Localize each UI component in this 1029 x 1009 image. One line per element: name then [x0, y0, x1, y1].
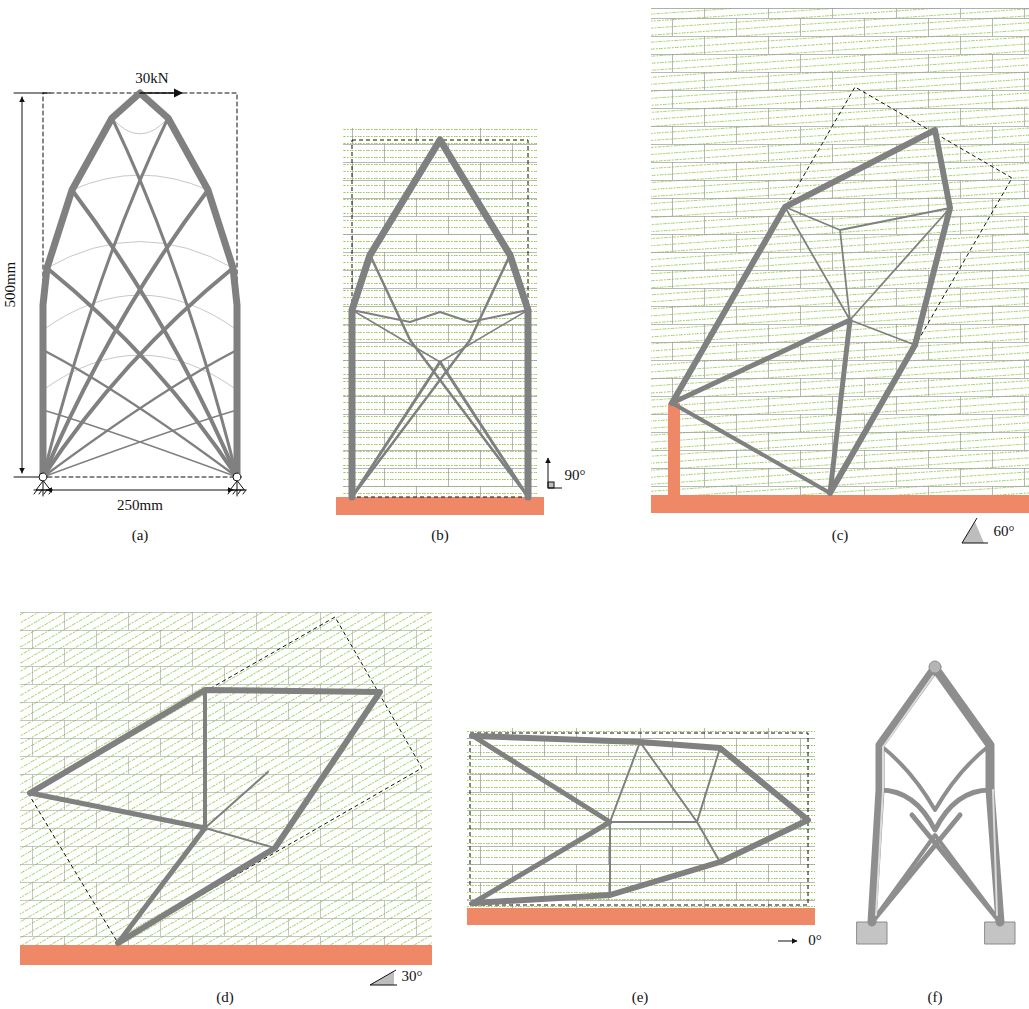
figure-label: 0° — [806, 932, 824, 949]
figure-label: 30° — [400, 968, 425, 985]
orientation-icon — [962, 518, 988, 543]
figure-label: (c) — [830, 527, 851, 544]
build-plate — [467, 908, 815, 925]
dimension-lines — [14, 93, 237, 496]
figure-label: 500mm — [2, 260, 19, 310]
figure-label: (f) — [926, 989, 945, 1006]
panel-c-print-paths — [651, 8, 1029, 543]
build-plate — [20, 945, 432, 965]
figure-label: 30kN — [133, 70, 170, 87]
orientation-icon — [370, 970, 397, 985]
design-domain — [43, 93, 237, 477]
figure-label: 250mm — [115, 497, 165, 514]
panel-b-print-paths — [336, 128, 562, 515]
figure-label: 60° — [992, 523, 1017, 540]
pin-supports — [34, 473, 246, 494]
figure-label: (a) — [130, 527, 151, 544]
figure-label: (e) — [630, 989, 651, 1006]
load-arrow — [140, 92, 182, 93]
panel-e-print-paths — [467, 728, 815, 941]
build-plate — [336, 497, 544, 515]
figure-label: (d) — [214, 989, 236, 1006]
figure-label: 90° — [563, 467, 588, 484]
panel-d-print-paths — [20, 612, 432, 985]
panel-f-render — [857, 661, 1015, 944]
build-plate — [651, 495, 1029, 513]
orientation-icon — [548, 458, 562, 488]
panel-a-structure — [14, 93, 246, 496]
orientation-icon — [778, 941, 797, 942]
figure-label: (b) — [429, 527, 451, 544]
support-post — [668, 403, 680, 495]
